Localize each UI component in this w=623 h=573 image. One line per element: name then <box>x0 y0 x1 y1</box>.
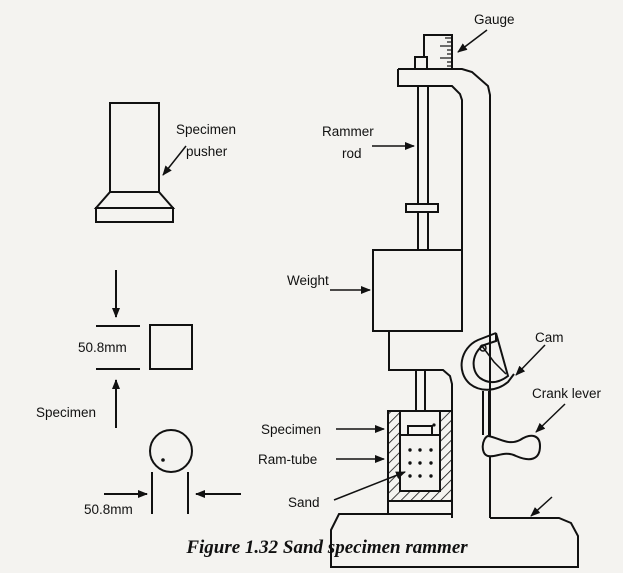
gauge-arrow <box>457 29 488 53</box>
rammer-rod-label-2: rod <box>342 146 362 161</box>
ram-tube <box>387 410 453 515</box>
specimen-pusher-label: Specimen <box>176 122 236 137</box>
specimen-side-label: Specimen <box>36 405 96 420</box>
sand-arrow <box>333 471 406 501</box>
base-arrow <box>530 496 553 517</box>
cam <box>460 332 515 391</box>
rammer-rod <box>405 86 439 250</box>
cam-label: Cam <box>535 330 564 345</box>
crank-lever-label: Crank lever <box>532 386 602 401</box>
sand-grains <box>408 448 433 478</box>
base <box>330 513 579 568</box>
crank-lever-arrow <box>535 403 566 433</box>
weight-label: Weight <box>287 273 329 288</box>
specimen-pusher <box>93 102 176 223</box>
specimen-pusher-label-2: pusher <box>186 144 228 159</box>
specimen-in-tube-label: Specimen <box>261 422 321 437</box>
specimen-side-view <box>96 270 193 428</box>
gauge-label: Gauge <box>474 12 515 27</box>
sand-label: Sand <box>288 495 320 510</box>
specimen-pusher-arrow <box>162 145 187 176</box>
crank-lever <box>481 391 542 461</box>
ram-tube-label: Ram-tube <box>258 452 317 467</box>
gauge <box>414 34 453 70</box>
weight-block <box>372 249 463 332</box>
specimen-end-view <box>104 429 241 514</box>
cam-arrow <box>515 344 546 376</box>
rammer-rod-label: Rammer <box>322 124 374 139</box>
figure-caption: Figure 1.32 Sand specimen rammer <box>185 537 468 558</box>
dimension-height-label: 50.8mm <box>78 340 127 355</box>
dimension-diameter-label: 50.8mm <box>84 502 133 517</box>
